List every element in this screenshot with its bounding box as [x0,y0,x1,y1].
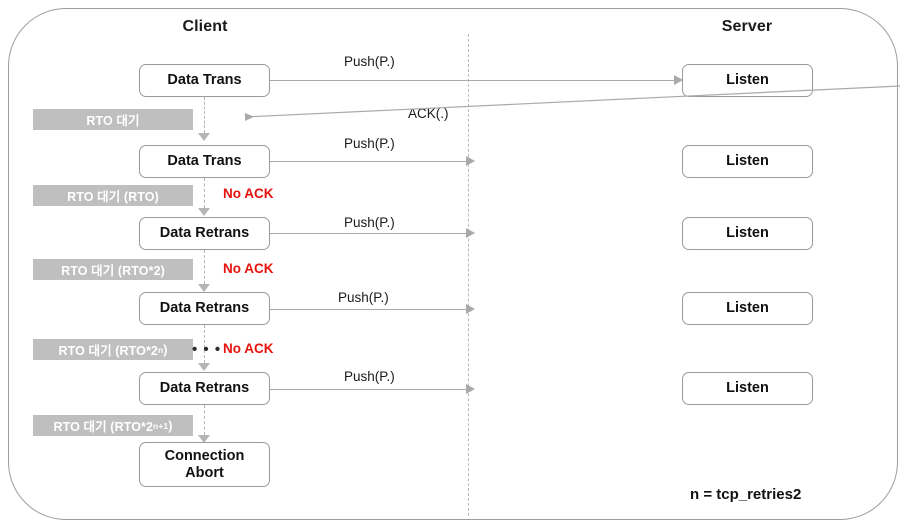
rto-wait-bar: RTO 대기 (RTO*2) [33,259,193,280]
message-arrow-icon [466,384,475,394]
message-arrow-icon [466,228,475,238]
message-arrow-icon [466,156,475,166]
rto-wait-bar: RTO 대기 (RTO) [33,185,193,206]
message-label: Push(P.) [344,215,395,230]
client-node[interactable]: Data Trans [139,64,270,97]
client-node[interactable]: Data Retrans [139,372,270,405]
client-flow-line [203,178,205,208]
message-line [270,309,468,310]
message-label: Push(P.) [344,136,395,151]
no-ack-label: No ACK [223,261,274,276]
server-listen-node[interactable]: Listen [682,64,813,97]
client-flow-arrow-icon [198,435,210,443]
server-listen-node[interactable]: Listen [682,145,813,178]
center-divider [468,34,469,516]
rto-wait-bar: RTO 대기 [33,109,193,130]
message-line [270,80,676,81]
message-label: Push(P.) [344,54,395,69]
client-flow-arrow-icon [198,284,210,292]
client-flow-arrow-icon [198,363,210,371]
client-flow-line [203,325,205,363]
client-flow-line [203,250,205,284]
ellipsis-icon: • • • [192,341,222,358]
server-listen-node[interactable]: Listen [682,217,813,250]
client-node[interactable]: Data Retrans [139,292,270,325]
connection-abort-node[interactable]: Connection Abort [139,442,270,487]
client-node[interactable]: Data Retrans [139,217,270,250]
server-listen-node[interactable]: Listen [682,372,813,405]
outer-frame [8,8,898,520]
server-column-title: Server [721,18,773,35]
message-arrow-icon [674,75,683,85]
message-line [270,389,468,390]
client-flow-line [203,405,205,435]
client-node[interactable]: Data Trans [139,145,270,178]
message-label: Push(P.) [344,369,395,384]
client-flow-arrow-icon [198,208,210,216]
message-arrow-icon [466,304,475,314]
no-ack-label: No ACK [223,186,274,201]
message-label: ACK(.) [408,106,449,121]
footnote-label: n = tcp_retries2 [690,486,802,503]
client-flow-arrow-icon [198,133,210,141]
server-listen-node[interactable]: Listen [682,292,813,325]
no-ack-label: No ACK [223,341,274,356]
message-line [270,161,468,162]
message-label: Push(P.) [338,290,389,305]
message-line [270,233,468,234]
client-column-title: Client [182,18,228,35]
client-flow-line [203,97,205,133]
